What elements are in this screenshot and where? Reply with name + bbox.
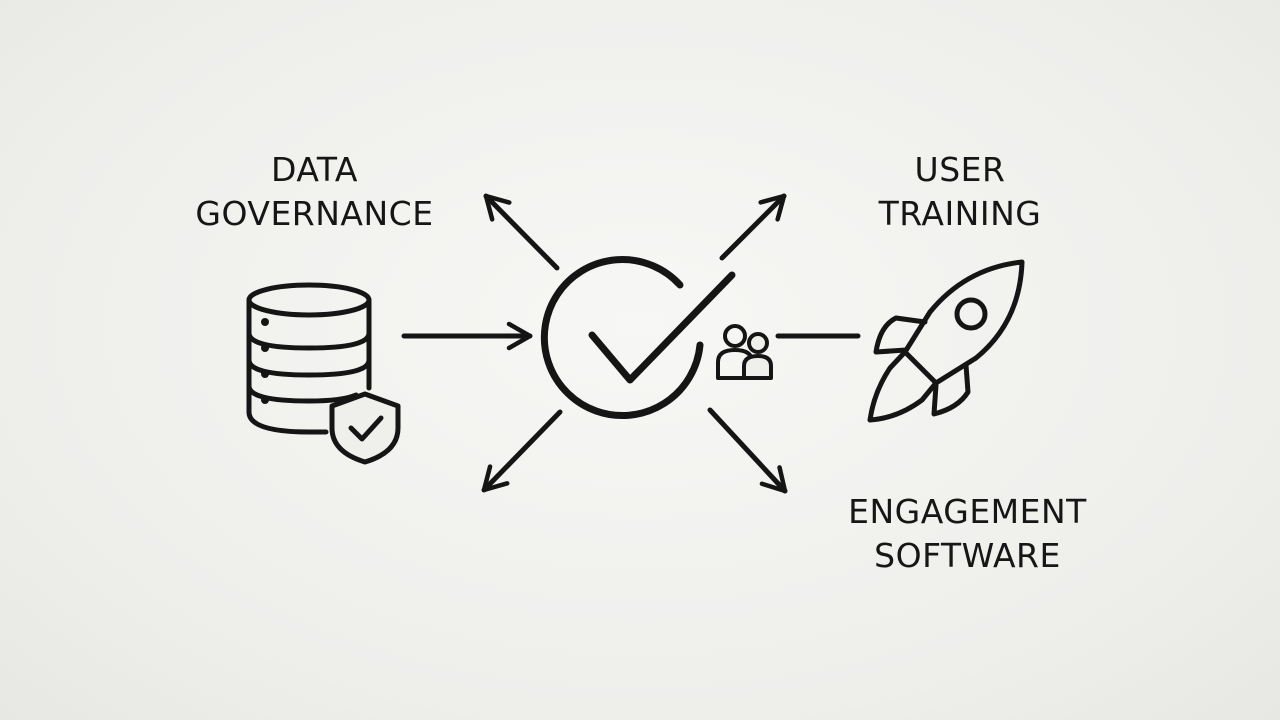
label-data-governance: DATA GOVERNANCE [172,148,457,236]
arrow-up-left [483,193,560,271]
label-engagement-software-line1: ENGAGEMENT [848,492,1087,531]
label-user-training-line2: TRAINING [878,194,1042,233]
rocket-icon [867,259,1025,423]
arrow-down-left [481,409,563,493]
database-shield-icon [246,282,401,465]
users-icon [716,324,773,380]
label-data-governance-line2: GOVERNANCE [195,194,434,233]
label-engagement-software: ENGAGEMENT SOFTWARE [825,490,1110,578]
label-engagement-software-line2: SOFTWARE [874,536,1061,575]
arrow-down-right [707,407,788,494]
label-data-governance-line1: DATA [270,150,358,189]
label-user-training: USER TRAINING [845,148,1075,236]
checkmark-circle-icon [540,256,736,420]
label-user-training-line1: USER [914,150,1006,189]
arrow-up-right [719,193,787,261]
